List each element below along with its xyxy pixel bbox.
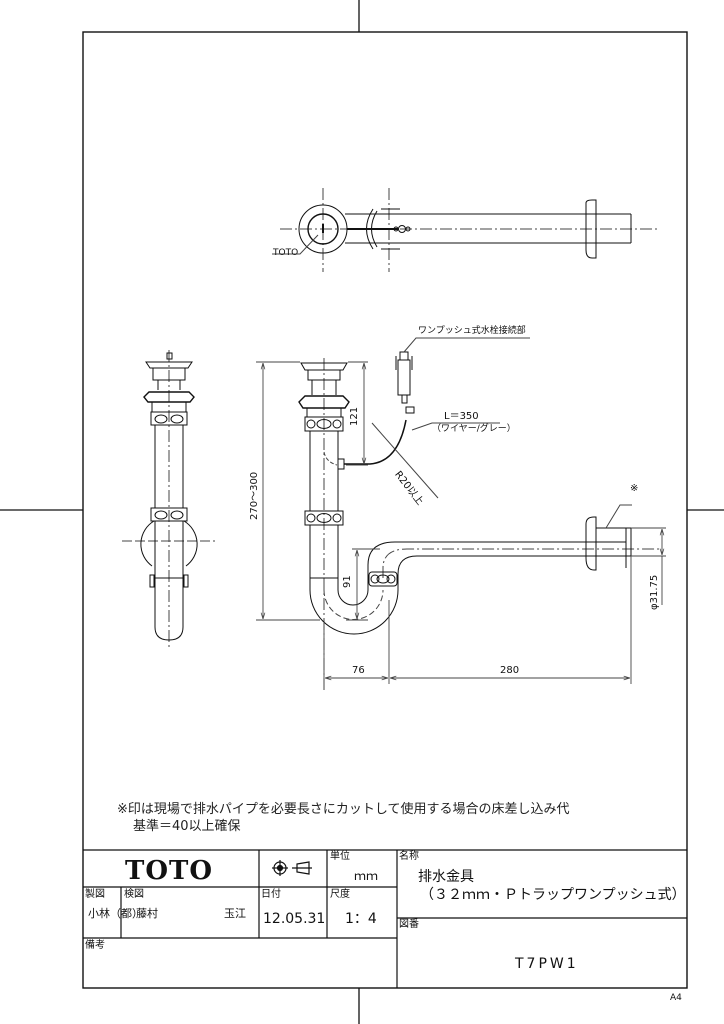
paper-size: A4 — [670, 993, 682, 1003]
title-block-grid — [83, 849, 687, 988]
side-view — [122, 350, 215, 650]
cut-mark: ※ — [630, 483, 639, 494]
dim-offset-76: 76 — [352, 665, 365, 676]
drawn-label: 製図 — [85, 889, 105, 900]
checked-value-b: 玉江 — [224, 907, 246, 920]
dim-length-280: 280 — [500, 665, 520, 676]
drawing-no-label: 図番 — [399, 919, 419, 930]
dim-trap-depth: 91 — [342, 575, 353, 588]
date-value: 12.05.31 — [263, 911, 326, 927]
name-label: 名称 — [399, 851, 419, 862]
dimension-lines — [256, 361, 666, 684]
name-line-2: （３２ｍｍ・Ｐトラップワンプッシュ式） — [420, 887, 686, 903]
drawn-value: 小林（都） — [88, 907, 143, 920]
dim-upper-height: 121 — [349, 406, 360, 426]
unit-value: ｍｍ — [354, 869, 379, 883]
scale-label: 尺度 — [330, 889, 350, 900]
name-line-1: 排水金具 — [418, 869, 474, 885]
dim-total-height: 270～300 — [249, 471, 260, 520]
remarks-label: 備考 — [85, 940, 105, 951]
date-label: 日付 — [261, 889, 281, 900]
note-line-1: ※印は現場で排水パイプを必要長さにカットして使用する場合の床差し込み代 — [117, 802, 570, 817]
checked-label: 検図 — [124, 889, 144, 900]
drawing-no-value: T7PW1 — [515, 956, 579, 972]
unit-label: 単位 — [330, 851, 350, 862]
note-line-2: 基準＝40以上確保 — [133, 819, 241, 834]
brand-logo: TOTO — [125, 856, 213, 886]
dim-pipe-diameter: φ31.75 — [649, 574, 660, 610]
scale-value: 1：4 — [345, 911, 377, 927]
plan-callout-toto: TOTO — [273, 248, 299, 258]
wire-length: L＝350 — [444, 411, 479, 422]
third-angle-projection-icon — [272, 860, 312, 876]
wire-note: （ワイヤー/グレー） — [432, 424, 516, 434]
drawing-border — [82, 31, 688, 989]
callout-connection: ワンプッシュ式水栓接続部 — [418, 326, 526, 336]
plan-view — [272, 188, 660, 272]
checked-value-a: 藤村 — [136, 907, 158, 920]
front-view — [298, 337, 660, 690]
